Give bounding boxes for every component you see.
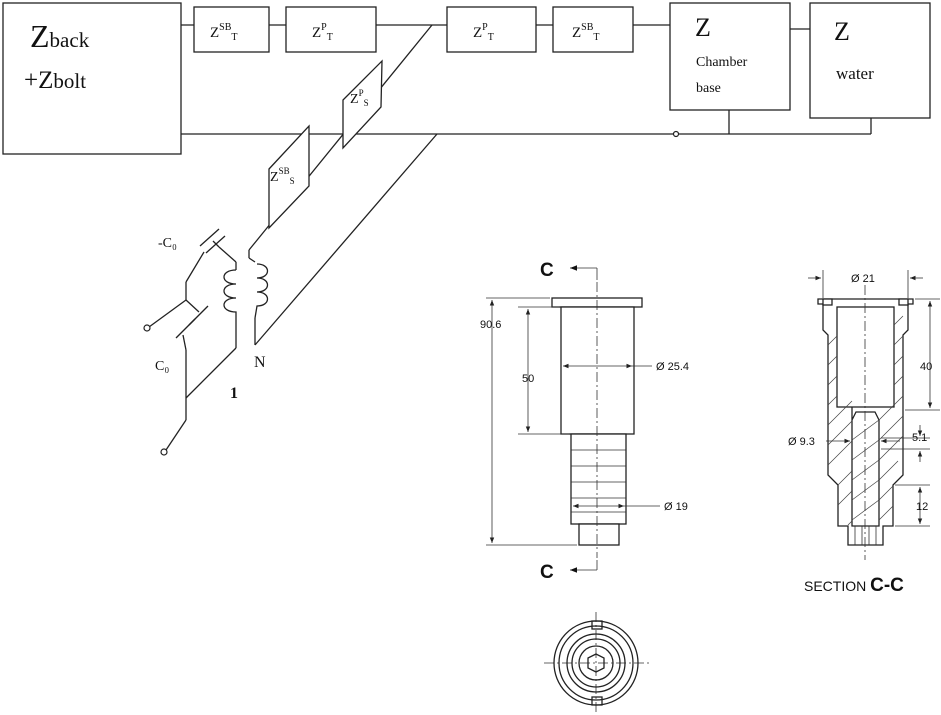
equivalent-circuit: Zback +Zbolt ZSBT ZPT ZPT ZSBT Z Chamber…	[2, 2, 931, 456]
svg-text:Z: Z	[834, 17, 850, 46]
dim-thread-diameter: Ø 19	[664, 501, 688, 513]
svg-text:ZSBS: ZSBS	[270, 166, 295, 186]
dim-hole-diameter: Ø 9.3	[788, 436, 815, 448]
svg-text:Chamber: Chamber	[696, 55, 748, 70]
end-view-drawing	[544, 612, 650, 712]
dim-bore-depth: 40	[920, 361, 932, 373]
svg-text:ZPT: ZPT	[312, 22, 333, 43]
impedance-box-s-p: ZPS	[342, 59, 383, 150]
section-label: SECTION C-C	[804, 575, 904, 596]
junction-node	[672, 130, 680, 138]
source-impedance-box	[2, 2, 182, 155]
dim-overall-length: 90.6	[480, 319, 501, 331]
water-box: Z water	[809, 2, 931, 119]
transformer	[143, 228, 269, 456]
dim-thread-length: 12	[916, 501, 928, 513]
dim-bore-diameter: Ø 21	[851, 273, 875, 285]
svg-text:ZPT: ZPT	[473, 22, 494, 43]
svg-text:Z: Z	[695, 13, 711, 42]
dim-counterbore-depth: 5.1	[912, 432, 927, 444]
primary-turns-label: 1	[230, 385, 238, 402]
input-terminal-top	[143, 324, 151, 332]
svg-text:ZSBT: ZSBT	[572, 22, 600, 43]
svg-text:ZSBT: ZSBT	[210, 22, 238, 43]
svg-text:base: base	[696, 81, 721, 96]
impedance-box-s-sb: ZSBS	[268, 124, 310, 230]
input-terminal-bottom	[160, 448, 168, 456]
source-line1: Zback	[30, 18, 90, 54]
impedance-box-t-sb-left: ZSBT	[193, 6, 270, 53]
diagonal-bottom-line	[254, 133, 438, 346]
impedance-box-t-p-left: ZPT	[285, 6, 377, 53]
svg-text:ZPS: ZPS	[350, 88, 369, 108]
capacitor-top-label: -C₀	[158, 236, 177, 251]
section-mark-bottom: C	[540, 562, 554, 583]
capacitor-bottom-label: C₀	[155, 359, 169, 374]
impedance-box-t-p-right: ZPT	[446, 6, 537, 53]
impedance-box-t-sb-right: ZSBT	[552, 6, 634, 53]
secondary-turns-label: N	[254, 354, 266, 371]
chamber-base-box: Z Chamber base	[669, 2, 791, 111]
dim-body-diameter: Ø 25.4	[656, 361, 689, 373]
section-mark-top: C	[540, 260, 554, 281]
svg-text:water: water	[836, 64, 874, 83]
front-view-drawing: C C 90.6 50 Ø 25.4 Ø 19	[480, 260, 689, 583]
source-line2: +Zbolt	[24, 67, 86, 94]
section-view-drawing: Ø 21 40 Ø 9.3 5.1 12 SECTION C-C	[788, 270, 940, 596]
dim-body-length: 50	[522, 373, 534, 385]
